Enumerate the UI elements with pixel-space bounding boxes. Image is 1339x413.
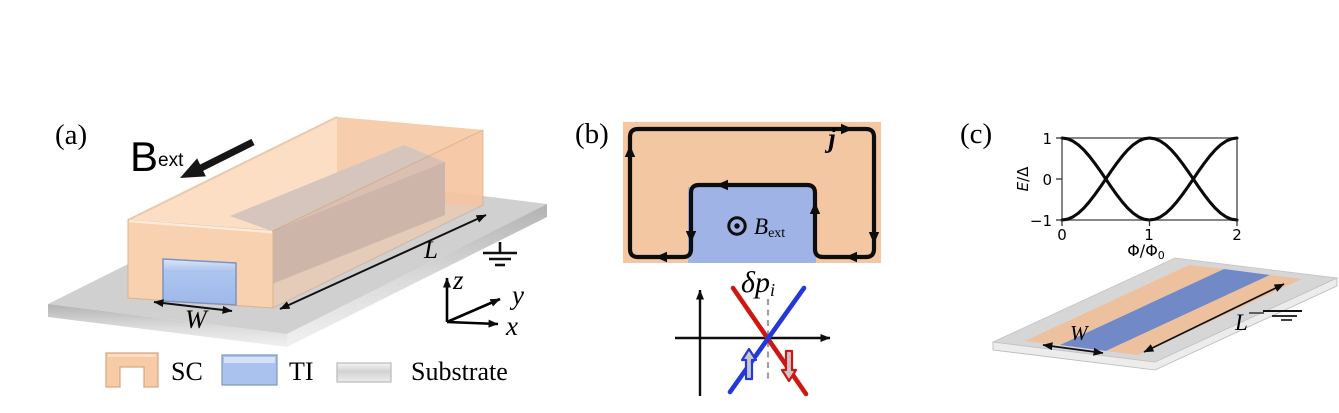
current-arrow-right xyxy=(868,232,880,244)
ti-cross-section xyxy=(688,187,816,263)
momentum-subscript: i xyxy=(770,280,775,300)
y-tick-1: 1 xyxy=(1042,130,1052,148)
tick-labels: 1 0 −1 0 1 2 xyxy=(1030,130,1242,244)
x-tick-0: 0 xyxy=(1057,226,1067,244)
ti-inner-box-top xyxy=(230,145,445,231)
width-dimension-arrow xyxy=(1042,342,1104,356)
field-base: B xyxy=(130,133,158,180)
ylabel-e: E xyxy=(1014,181,1032,191)
ground-symbol xyxy=(483,242,517,267)
xlabel-base: Φ/Φ xyxy=(1127,241,1158,260)
field-label-b: Bext xyxy=(754,214,785,241)
substrate-front-left-edge xyxy=(48,304,287,347)
panel-b: (b) j Bext xyxy=(575,118,881,397)
y-axis-arrow xyxy=(446,297,501,324)
spin-up-arrow xyxy=(740,347,758,381)
coordinate-axes: z y x xyxy=(443,265,524,341)
ti-front-window xyxy=(162,258,237,306)
length-label: L xyxy=(1234,310,1248,335)
xlabel-subscript: 0 xyxy=(1158,249,1165,262)
spin-down-arrow xyxy=(780,349,798,383)
field-base: B xyxy=(754,214,768,239)
current-arrow-bottom-right xyxy=(845,251,857,263)
planar-device-schematic: W L xyxy=(991,257,1339,371)
current-arrow-left xyxy=(624,145,636,157)
y-tick-neg1: −1 xyxy=(1030,212,1052,230)
sc-legend-icon xyxy=(105,352,159,388)
current-arrow-bottom-left xyxy=(655,251,667,263)
field-subscript: ext xyxy=(768,226,785,241)
momentum-base: δp xyxy=(741,266,770,299)
external-field-arrow xyxy=(180,138,255,178)
x-axis-label: x xyxy=(505,311,518,341)
y-tick-0: 0 xyxy=(1042,171,1052,189)
field-out-of-plane-icon xyxy=(727,216,747,236)
ti-legend-icon-highlight xyxy=(224,357,275,363)
current-arrow-ti-right xyxy=(809,202,821,214)
x-tick-1: 1 xyxy=(1144,226,1154,244)
sc-back-top-edge xyxy=(127,116,338,221)
current-arrow-top xyxy=(841,123,853,135)
external-field-label: Bext xyxy=(130,133,184,180)
length-dimension-arrow xyxy=(279,214,487,310)
legend-item-substrate: Substrate xyxy=(336,357,508,386)
y-axis-label: y xyxy=(509,280,524,310)
plot-frame xyxy=(1061,137,1238,221)
current-direction-arrows xyxy=(624,123,880,263)
spin-up-branch xyxy=(727,285,807,395)
sc-top-face-glaze xyxy=(128,117,483,231)
energy-curve-2 xyxy=(1060,136,1239,222)
screening-current-loop xyxy=(627,126,877,260)
momentum-shift-label: δpi xyxy=(741,266,775,300)
ylabel-delta: /Δ xyxy=(1014,166,1032,182)
legend-item-ti: TI xyxy=(221,354,314,386)
field-subscript: ext xyxy=(158,150,184,171)
length-dimension-arrow xyxy=(1143,283,1285,353)
width-label: W xyxy=(1070,321,1090,345)
x-axis-title: Φ/Φ0 xyxy=(1127,241,1165,262)
x-tick-2: 2 xyxy=(1232,226,1242,244)
legend: SC TI Substrate xyxy=(105,352,508,388)
substrate-legend-label: Substrate xyxy=(411,357,508,386)
legend-item-sc: SC xyxy=(105,352,203,388)
width-label: W xyxy=(185,305,209,334)
y-axis-title: E/Δ xyxy=(1014,166,1032,192)
dispersion-sketch: δpi xyxy=(675,266,831,397)
panel-c-label: (c) xyxy=(960,118,992,150)
panel-a-label: (a) xyxy=(55,119,87,151)
current-arrow-ti-left xyxy=(685,231,697,243)
current-arrow-ti-top xyxy=(716,179,728,191)
panel-b-label: (b) xyxy=(575,118,609,150)
tick-marks xyxy=(1056,137,1238,226)
panel-c: (c) 1 0 −1 0 1 2 E/Δ Φ/Φ0 xyxy=(960,118,1339,371)
length-label: L xyxy=(423,237,438,264)
sc-legend-label: SC xyxy=(171,357,203,386)
z-axis-label: z xyxy=(452,265,464,295)
spin-down-branch xyxy=(730,285,809,397)
ti-legend-label: TI xyxy=(289,357,314,386)
energy-phase-plot: 1 0 −1 0 1 2 E/Δ Φ/Φ0 xyxy=(1014,130,1242,262)
substrate-legend-icon xyxy=(336,362,392,383)
panel-a: (a) W L xyxy=(48,116,547,388)
width-dimension-arrow xyxy=(153,299,233,314)
sc-front-top-highlight xyxy=(128,219,273,234)
x-axis-arrow xyxy=(446,319,499,328)
ground-symbol xyxy=(1249,310,1302,321)
